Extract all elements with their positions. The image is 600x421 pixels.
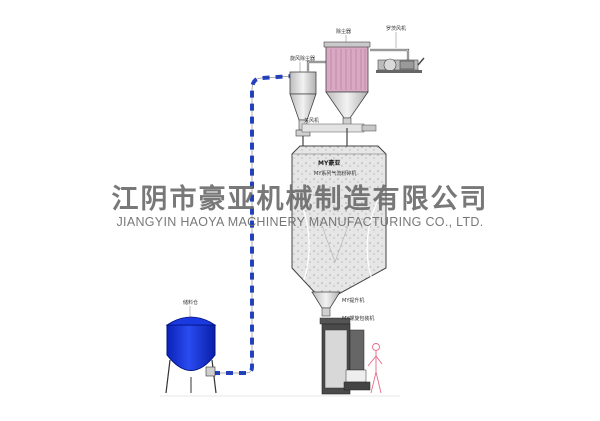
dust-collector-label: 除尘器: [336, 28, 351, 35]
conveying-pipe: [213, 73, 293, 376]
packer-label: MY螺旋包装机: [342, 315, 374, 322]
vessel-name-label: MY系列气流粉碎机: [314, 170, 356, 177]
feed-valve: [301, 123, 377, 146]
dust-collector: [323, 41, 371, 129]
feed-bin: [165, 316, 217, 394]
feed-valve-label: 关风机: [304, 117, 319, 124]
roots-blower: [376, 57, 425, 73]
packing-machine: [319, 317, 371, 395]
cyclone-label: 旋风除尘器: [290, 55, 315, 62]
watermark-company-cn: 江阴市豪亚机械制造有限公司: [111, 184, 489, 215]
watermark-company-en: JIANGYIN HAOYA MACHINERY MANUFACTURING C…: [116, 215, 484, 229]
discharge-hopper: [311, 291, 341, 317]
vessel-logo: MY豪亚: [318, 159, 340, 167]
operator-figure: [367, 343, 383, 394]
feed-bin-label: 储料仓: [183, 299, 198, 306]
hopper-label: MY提升机: [342, 297, 364, 304]
cyclone-separator: [289, 71, 317, 140]
roots-blower-label: 罗茨风机: [386, 25, 406, 32]
